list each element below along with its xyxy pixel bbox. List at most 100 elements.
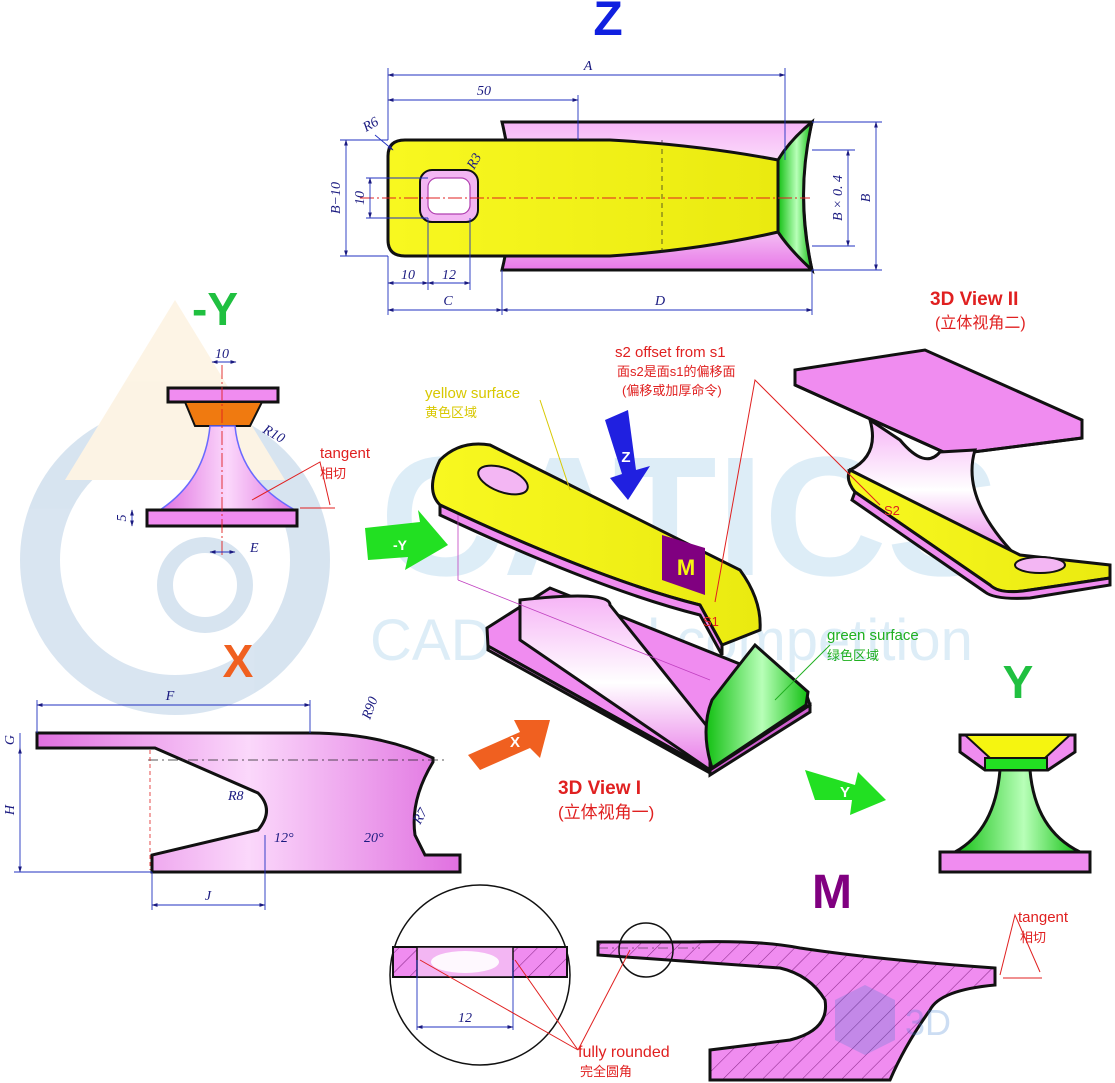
dim-50: 50 [477,84,491,99]
detail-view: 12 fully rounded 完全圆角 [389,884,670,1079]
arrow-z-label: Z [621,449,630,466]
m-section [596,940,997,1082]
view1-title: 3D View I [558,778,641,799]
m-detail-circle [618,922,674,978]
dim-r90: R90 [359,695,381,722]
neg-y-view-title: -Y [192,283,238,335]
3d-view-2: 3D View II (立体视角二) S2 [793,289,1112,600]
dim-j: J [205,889,212,904]
z-view: Z A 50 R6 R3 B−10 10 1 [329,0,882,315]
dim-12: 12 [442,268,456,283]
y-green-web [954,768,1081,854]
dim-e: E [249,541,259,556]
s2-offset-label: s2 offset from s1 [615,344,726,361]
tangent-leader-2 [999,913,1042,979]
arrow-x-shape [468,720,550,770]
s2-label: S2 [884,503,900,518]
view1-m-marker [662,535,705,595]
view1-subtitle: (立体视角一) [558,803,654,822]
corner-watermark: 3D [835,985,951,1055]
leader-r6 [374,134,394,151]
view2-web [846,416,1022,562]
corner-watermark-text: 3D [905,1002,951,1043]
detail-hole-highlight [431,951,499,973]
direction-arrows: -Y Z X Y [365,410,886,815]
fully-rounded-label-cn: 完全圆角 [580,1064,632,1079]
arrow-neg-y-shape [365,510,448,570]
z-green-surface [776,118,815,275]
tangent-label-1-cn: 相切 [320,466,346,481]
dim-a: A [583,59,593,74]
dim-f: F [165,689,175,704]
negy-top-flange [166,386,280,404]
negy-orange-surface [183,401,264,427]
dim-angle-12: 12° [274,831,294,846]
dim-angle-20: 20° [364,831,384,846]
view2-hole [1014,556,1066,574]
watermark-ring [20,405,330,715]
tangent-label-1: tangent [320,445,371,462]
3d-view-1: M S1 3D View I (立体视角一) [431,442,812,822]
dim-r8: R8 [227,789,244,804]
s1-label: S1 [703,614,719,629]
yellow-surface-label: yellow surface [425,385,520,402]
dim-r6: R6 [360,115,382,136]
dim-g: G [3,735,18,745]
view1-m-label: M [677,555,695,580]
view1-hole [477,464,529,496]
x-view: X F R90 G H R8 R7 12° 20° J [3,635,462,910]
x-profile [35,731,462,874]
green-surface-label: green surface [827,627,919,644]
dim-r3: R3 [464,151,485,173]
arrow-neg-y: -Y [365,510,448,570]
view1-green-surface [704,642,810,771]
arrow-y-shape [805,770,886,815]
s2-offset-label-cn1: 面s2是面s1的偏移面 [617,364,735,379]
dim-c: C [443,294,453,309]
arrow-x: X [468,720,550,770]
s2-offset-label-cn2: (偏移或加厚命令) [622,383,722,398]
m-view: M tangent 相切 [596,866,1069,1082]
arrow-x-label: X [510,734,520,751]
view1-arm-side [438,502,724,656]
view1-hidden-line [457,579,711,681]
arrow-z: Z [605,410,650,500]
tangent-label-2-cn: 相切 [1020,930,1046,945]
corner-watermark-hex [835,985,895,1055]
callouts: yellow surface 黄色区域 s2 offset from s1 面s… [425,344,919,701]
view2-arm-side [850,489,1112,600]
yellow-surface-leader [539,399,571,491]
view2-subtitle: (立体视角二) [935,314,1026,332]
arrow-z-shape [605,410,650,500]
x-view-title: X [223,635,254,687]
view1-base-end [708,702,812,778]
dim-negy-10: 10 [215,347,229,362]
green-surface-label-cn: 绿色区域 [827,648,879,663]
dim-b-minus-10: B−10 [329,182,344,214]
dim-b: B [859,193,874,202]
z-hole-inner [427,177,471,215]
fully-rounded-leader [419,949,631,1051]
m-view-title: M [812,866,852,919]
y-view: Y [938,656,1092,874]
dim-10: 10 [401,268,415,283]
arrow-neg-y-label: -Y [393,537,408,553]
tangent-leader [251,461,335,509]
tangent-label-2: tangent [1018,909,1069,926]
z-view-title: Z [593,0,622,46]
dim-h: H [3,804,18,816]
green-surface-leader [774,644,831,701]
dim-b-x-04: B × 0. 4 [831,175,846,221]
watermark-gear [157,537,253,633]
view2-title: 3D View II [930,289,1018,310]
dim-negy-5: 5 [115,515,130,522]
fully-rounded-label: fully rounded [578,1044,670,1061]
arrow-y-label: Y [840,784,850,801]
s2-offset-leader [714,378,881,603]
y-green-band [984,757,1048,771]
y-bottom-flange [938,850,1092,874]
y-view-title: Y [1003,656,1034,708]
yellow-surface-label-cn: 黄色区域 [425,405,477,420]
